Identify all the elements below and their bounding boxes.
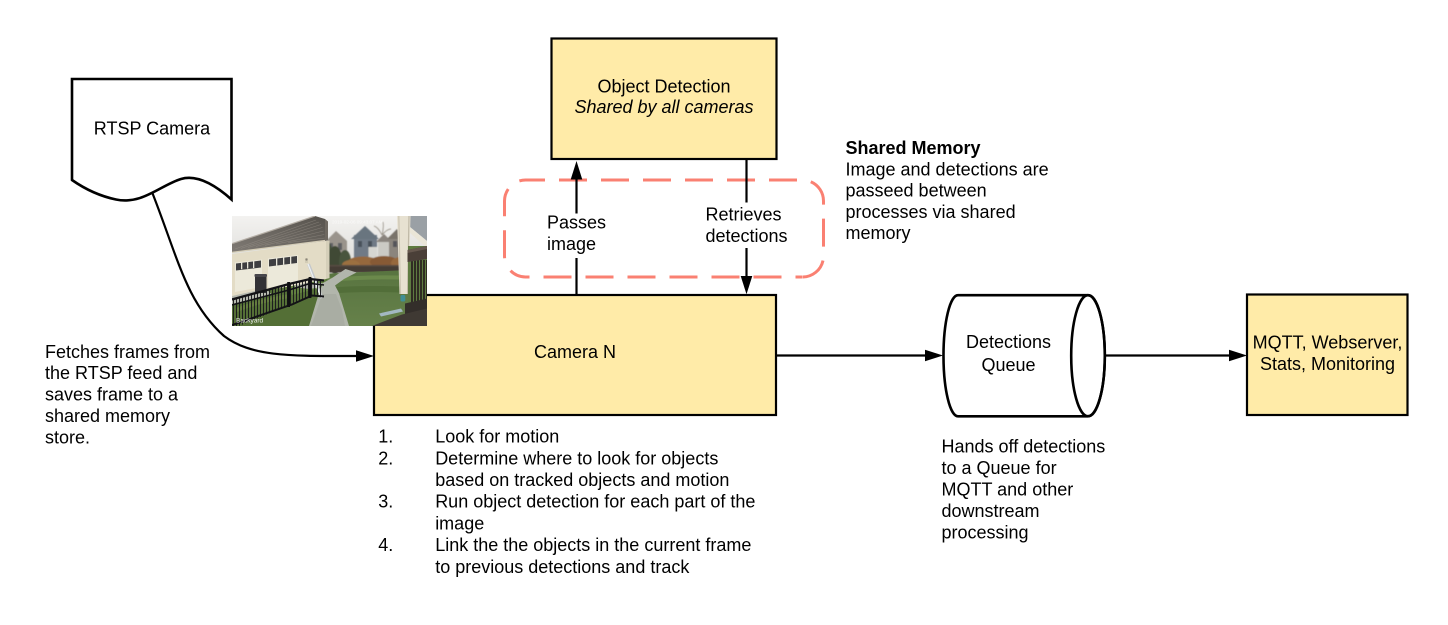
svg-text:Object Detection: Object Detection bbox=[597, 77, 730, 97]
svg-text:based on tracked objects and m: based on tracked objects and motion bbox=[435, 470, 729, 490]
svg-text:to previous detections and tra: to previous detections and track bbox=[435, 557, 690, 577]
svg-text:image: image bbox=[435, 513, 484, 533]
svg-text:processes via shared: processes via shared bbox=[846, 202, 1016, 222]
svg-text:Retrieves: Retrieves bbox=[706, 204, 782, 224]
svg-text:Stats, Monitoring: Stats, Monitoring bbox=[1260, 354, 1395, 374]
svg-text:Determine where to look for ob: Determine where to look for objects bbox=[435, 448, 718, 468]
svg-text:Image and detections are: Image and detections are bbox=[846, 159, 1049, 179]
svg-text:Link the the objects in the cu: Link the the objects in the current fram… bbox=[435, 535, 751, 555]
svg-text:saves frame to a: saves frame to a bbox=[45, 385, 179, 405]
svg-text:2.: 2. bbox=[378, 448, 393, 468]
svg-text:the RTSP feed and: the RTSP feed and bbox=[45, 363, 197, 383]
svg-text:Run object detection for each: Run object detection for each part of th… bbox=[435, 492, 755, 512]
svg-text:Hands off detections: Hands off detections bbox=[942, 436, 1106, 456]
svg-text:MQTT and other: MQTT and other bbox=[942, 480, 1074, 500]
svg-text:Queue: Queue bbox=[981, 355, 1035, 375]
svg-text:Detections: Detections bbox=[966, 332, 1051, 352]
svg-text:2019-02-06 09:43:07 AM: 2019-02-06 09:43:07 AM bbox=[332, 220, 383, 225]
svg-text:Backyard: Backyard bbox=[236, 318, 263, 325]
svg-text:1.: 1. bbox=[378, 427, 393, 447]
svg-text:Shared by all cameras: Shared by all cameras bbox=[574, 97, 753, 117]
svg-text:RTSP Camera: RTSP Camera bbox=[94, 119, 211, 139]
svg-text:Camera N: Camera N bbox=[534, 342, 616, 362]
svg-text:4.: 4. bbox=[378, 535, 393, 555]
svg-text:image: image bbox=[547, 234, 596, 254]
svg-text:Shared Memory: Shared Memory bbox=[846, 138, 981, 158]
svg-text:downstream: downstream bbox=[942, 501, 1040, 521]
svg-text:3.: 3. bbox=[378, 492, 393, 512]
svg-text:Look for motion: Look for motion bbox=[435, 427, 559, 447]
svg-text:passeed between: passeed between bbox=[846, 181, 987, 201]
svg-text:shared memory: shared memory bbox=[45, 406, 170, 426]
svg-text:to a Queue for: to a Queue for bbox=[942, 458, 1057, 478]
svg-text:Fetches frames from: Fetches frames from bbox=[45, 342, 210, 362]
svg-text:processing: processing bbox=[942, 523, 1029, 543]
svg-text:Passes: Passes bbox=[547, 212, 606, 232]
svg-text:detections: detections bbox=[706, 226, 788, 246]
svg-text:store.: store. bbox=[45, 427, 90, 447]
svg-text:memory: memory bbox=[846, 223, 911, 243]
svg-text:MQTT, Webserver,: MQTT, Webserver, bbox=[1253, 333, 1403, 353]
